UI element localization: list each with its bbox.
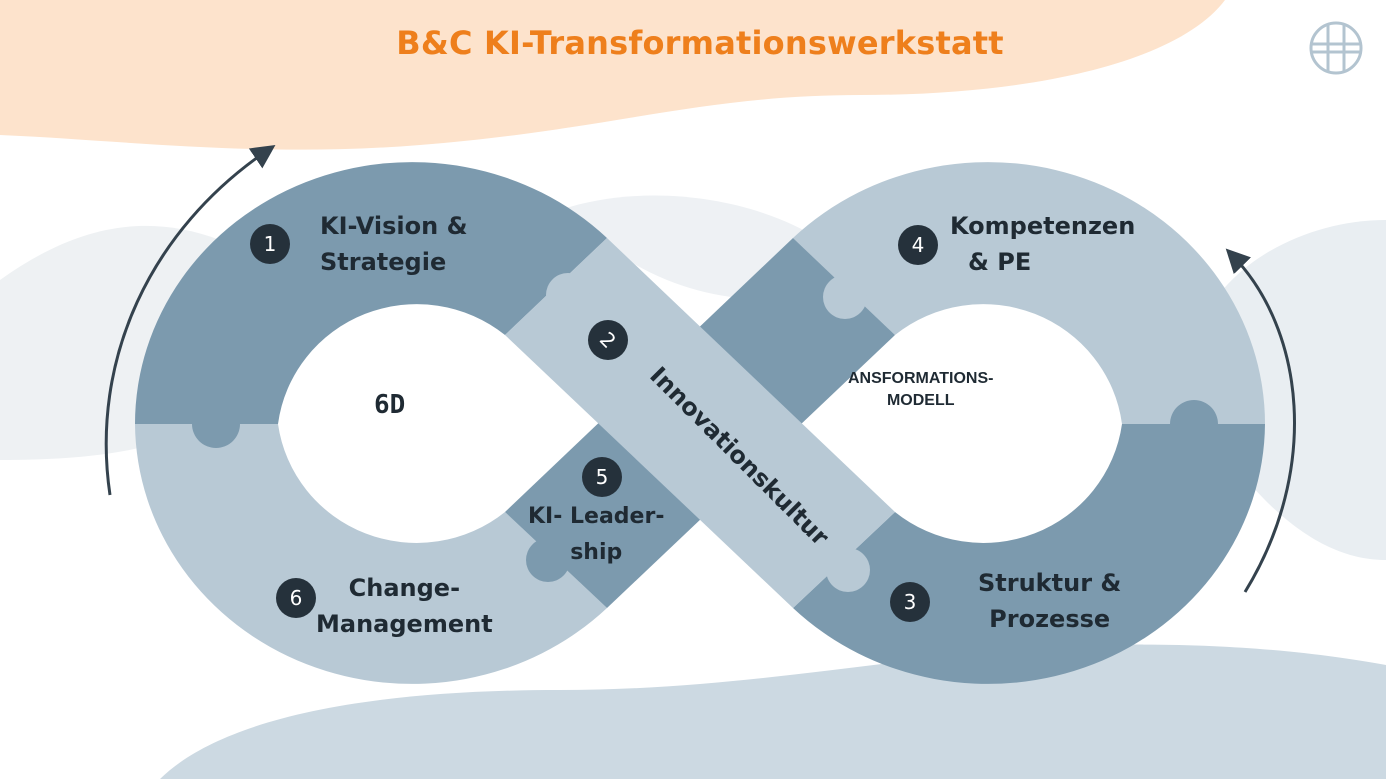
puzzle-knob (823, 275, 867, 319)
puzzle-knob (1170, 400, 1218, 448)
label-struktur-prozesse: Struktur & Prozesse (978, 565, 1121, 637)
label-kompetenzen-pe: Kompetenzen & PE (950, 208, 1135, 280)
label-line: Strategie (320, 244, 468, 280)
label-line: KI-Vision & (320, 208, 468, 244)
label-line: Struktur & (978, 565, 1121, 601)
label-line: Change- (316, 570, 493, 606)
segment-struktur (793, 424, 1265, 684)
badge-number-3: 3 (890, 582, 930, 622)
label-line: MODELL (848, 390, 993, 412)
label-line: ANSFORMATIONS- (848, 368, 993, 390)
label-ki-vision-strategie: KI-Vision & Strategie (320, 208, 468, 280)
puzzle-knob (826, 548, 870, 592)
logo-icon (1308, 20, 1364, 76)
puzzle-knob (192, 400, 240, 448)
center-label-6d: 6D (374, 390, 405, 420)
badge-number-5: 5 (582, 457, 622, 497)
label-ki-leadership: KI- Leader- ship (528, 499, 664, 571)
badge-number-4: 4 (898, 225, 938, 265)
puzzle-knob (546, 273, 590, 317)
label-line: Kompetenzen (950, 208, 1135, 244)
label-line: ship (528, 535, 664, 571)
center-label-transformationsmodell: ANSFORMATIONS- MODELL (848, 368, 993, 412)
label-line: Management (316, 606, 493, 642)
badge-number-6: 6 (276, 578, 316, 618)
page-title: B&C KI-Transformationswerkstatt (0, 24, 1386, 62)
label-line: KI- Leader- (528, 499, 664, 535)
label-change-management: Change- Management (316, 570, 493, 642)
label-line: Prozesse (978, 601, 1121, 637)
label-line: & PE (950, 244, 1135, 280)
badge-number-1: 1 (250, 224, 290, 264)
